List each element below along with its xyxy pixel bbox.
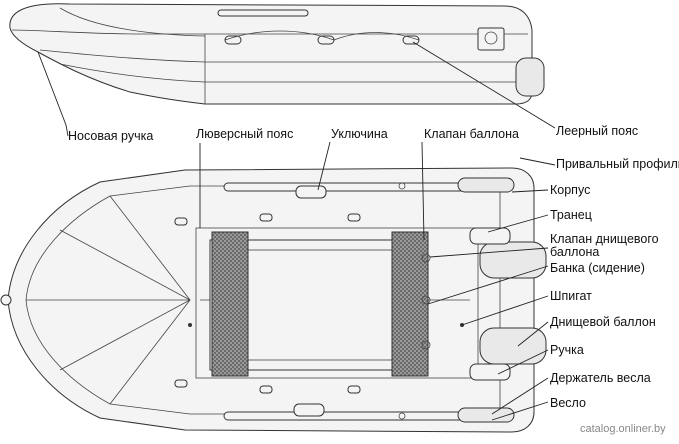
label-grommet-belt: Люверсный пояс	[196, 127, 293, 141]
callout-lines	[37, 41, 556, 421]
label-keel-valve-line1: Клапан днищевого	[550, 232, 659, 246]
label-tube-valve: Клапан баллона	[424, 127, 519, 141]
bench-mesh-right	[391, 231, 429, 377]
label-nose-handle: Носовая ручка	[68, 129, 153, 143]
brand-logo-plate	[477, 27, 505, 51]
label-rope-belt: Леерный пояс	[556, 124, 638, 138]
label-hull: Корпус	[550, 183, 590, 197]
label-keel-tube: Днищевой баллон	[550, 315, 656, 329]
label-scupper: Шпигат	[550, 289, 592, 303]
label-keel-valve-line2: баллона	[550, 245, 599, 259]
bench-mesh-left	[211, 231, 249, 377]
top-view	[0, 167, 547, 433]
labels: Носовая ручка Люверсный пояс Уключина Кл…	[68, 124, 679, 435]
label-handle: Ручка	[550, 343, 584, 357]
label-transom: Транец	[550, 208, 592, 222]
label-oar: Весло	[550, 396, 586, 410]
label-oarlock: Уключина	[331, 127, 388, 141]
label-bench: Банка (сидение)	[550, 261, 645, 275]
label-oar-holder: Держатель весла	[550, 371, 651, 385]
watermark: catalog.onliner.by	[580, 423, 666, 435]
side-view	[9, 3, 545, 105]
label-mooring-profile: Привальный профиль	[556, 157, 679, 171]
